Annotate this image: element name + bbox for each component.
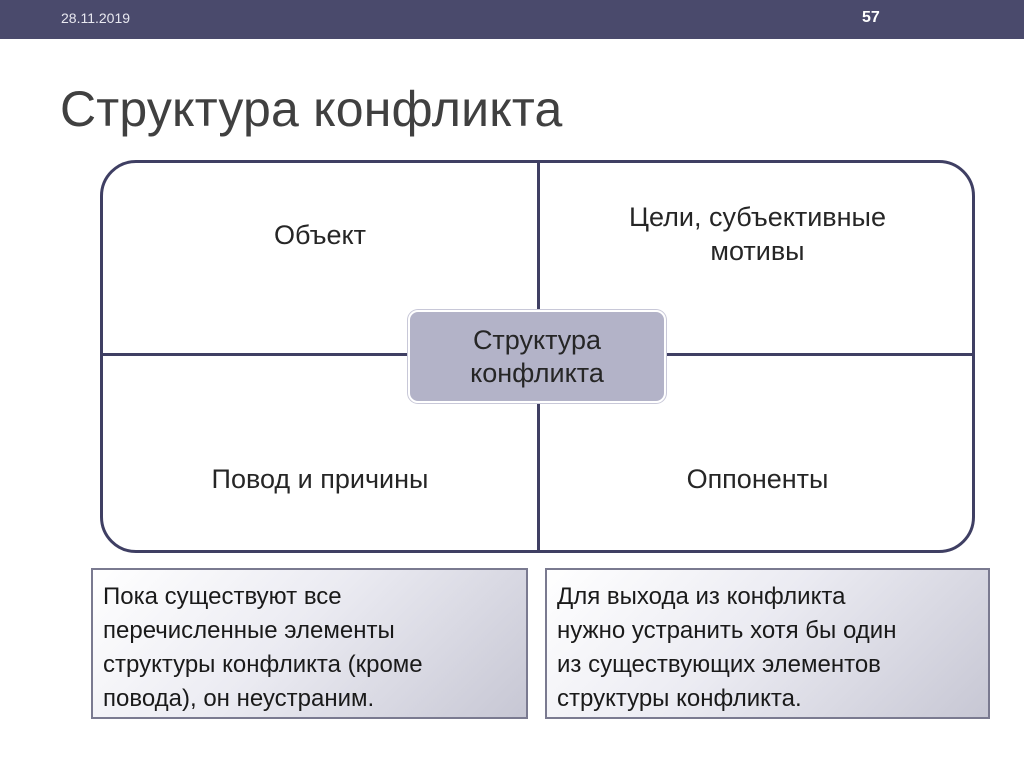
slide-date: 28.11.2019: [61, 10, 131, 26]
page-number: 57: [862, 9, 880, 26]
note-right: Для выхода из конфликта нужно устранить …: [545, 568, 990, 719]
quadrant-object: Объект: [274, 220, 366, 250]
center-label: Структура конфликта: [470, 324, 604, 388]
quadrant-reason-causes: Повод и причины: [211, 464, 429, 494]
diagram-center-box: Структура конфликта: [408, 310, 666, 403]
quadrant-goals-motives: Цели, субъективные мотивы: [629, 202, 886, 266]
slide-title: Структура конфликта: [60, 81, 563, 137]
top-bar: 28.11.2019 57: [0, 0, 1024, 39]
note-left: Пока существуют все перечисленные элемен…: [91, 568, 528, 719]
quadrant-opponents: Оппоненты: [686, 464, 829, 494]
